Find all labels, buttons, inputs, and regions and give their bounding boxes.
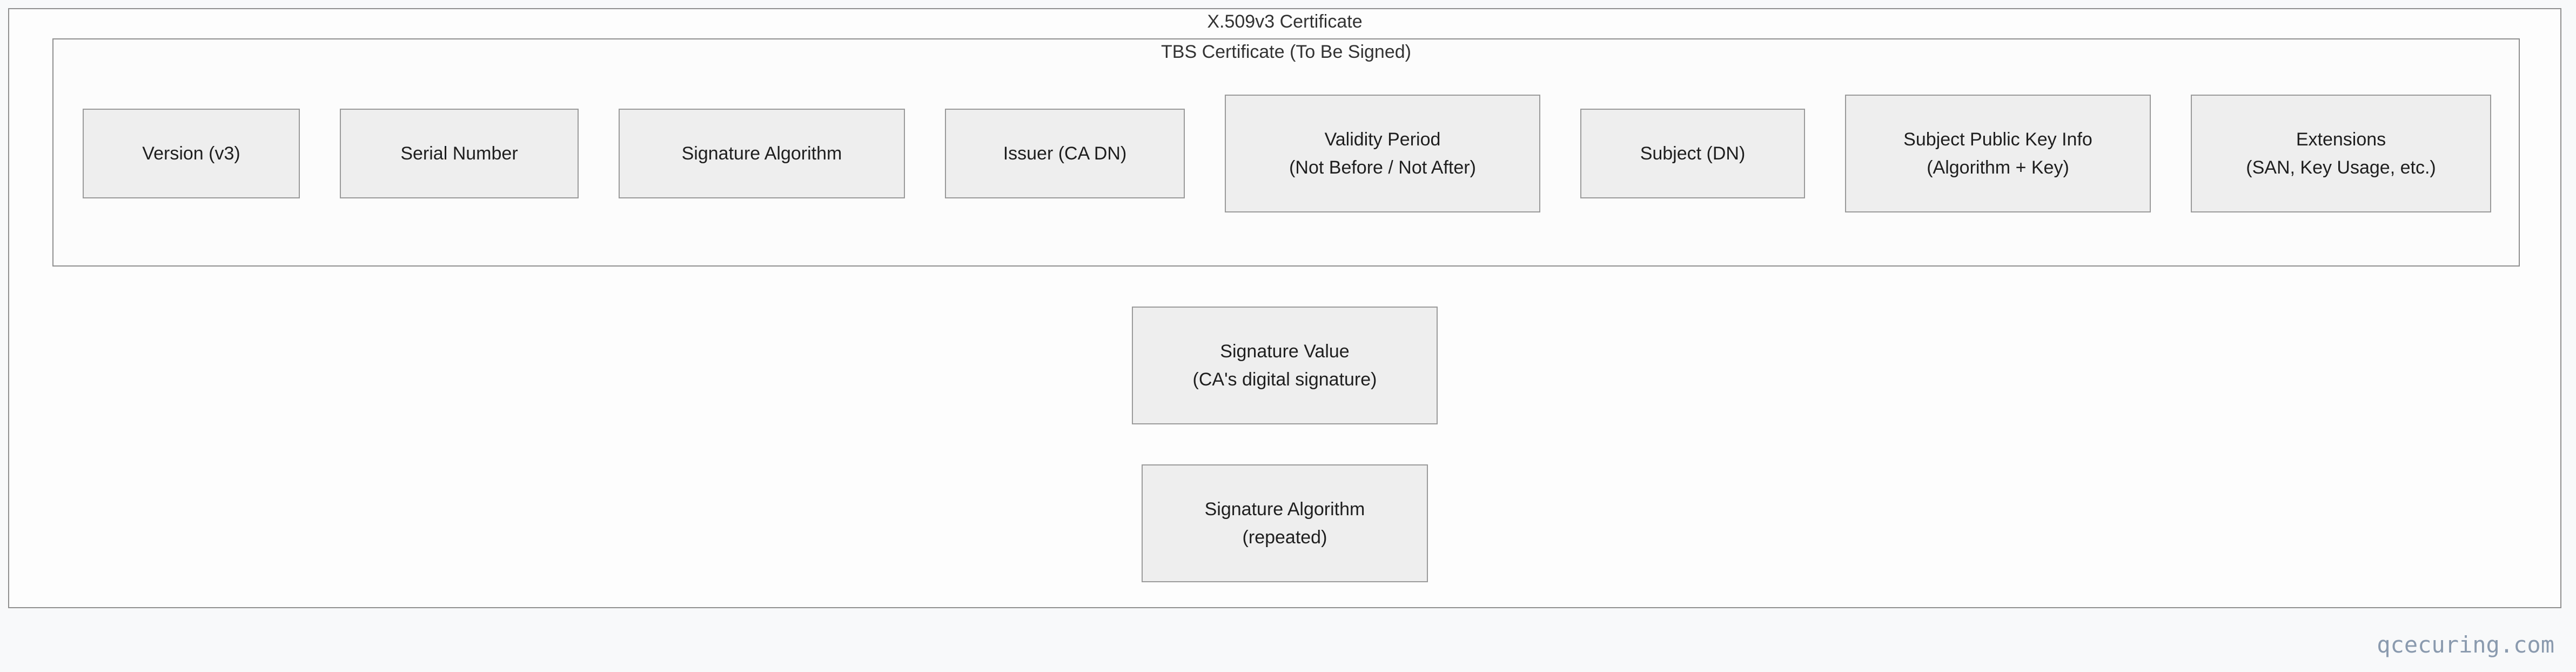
field-issuer: Issuer (CA DN) <box>945 109 1185 198</box>
signature-value-sublabel: (CA's digital signature) <box>1192 369 1377 390</box>
field-extensions-sublabel: (SAN, Key Usage, etc.) <box>2246 157 2436 178</box>
signature-algorithm-repeated-label: Signature Algorithm <box>1204 499 1365 520</box>
certificate-title: X.509v3 Certificate <box>1207 11 1363 32</box>
tbs-certificate-container: TBS Certificate (To Be Signed) Version (… <box>52 38 2520 267</box>
field-serial-number-label: Serial Number <box>400 143 518 164</box>
field-validity-period-sublabel: (Not Before / Not After) <box>1289 157 1476 178</box>
signature-algorithm-repeated: Signature Algorithm (repeated) <box>1142 464 1428 582</box>
field-extensions-label: Extensions <box>2296 129 2386 150</box>
signature-value: Signature Value (CA's digital signature) <box>1132 307 1438 424</box>
tbs-certificate-title: TBS Certificate (To Be Signed) <box>1161 42 1411 62</box>
certificate-container: X.509v3 Certificate TBS Certificate (To … <box>8 8 2561 608</box>
field-validity-period-label: Validity Period <box>1324 129 1441 150</box>
watermark: qcecuring.com <box>2377 631 2554 658</box>
field-version: Version (v3) <box>83 109 300 198</box>
field-version-label: Version (v3) <box>142 143 240 164</box>
field-subject-public-key-info: Subject Public Key Info (Algorithm + Key… <box>1845 95 2151 212</box>
field-subject-label: Subject (DN) <box>1640 143 1746 164</box>
field-signature-algorithm-label: Signature Algorithm <box>681 143 842 164</box>
field-serial-number: Serial Number <box>340 109 579 198</box>
field-issuer-label: Issuer (CA DN) <box>1003 143 1127 164</box>
signature-value-label: Signature Value <box>1220 341 1350 362</box>
field-validity-period: Validity Period (Not Before / Not After) <box>1225 95 1540 212</box>
signature-algorithm-repeated-sublabel: (repeated) <box>1242 527 1327 548</box>
field-subject-public-key-info-label: Subject Public Key Info <box>1903 129 2092 150</box>
field-subject-public-key-info-sublabel: (Algorithm + Key) <box>1927 157 2069 178</box>
field-subject: Subject (DN) <box>1580 109 1805 198</box>
field-signature-algorithm: Signature Algorithm <box>619 109 905 198</box>
field-extensions: Extensions (SAN, Key Usage, etc.) <box>2191 95 2491 212</box>
